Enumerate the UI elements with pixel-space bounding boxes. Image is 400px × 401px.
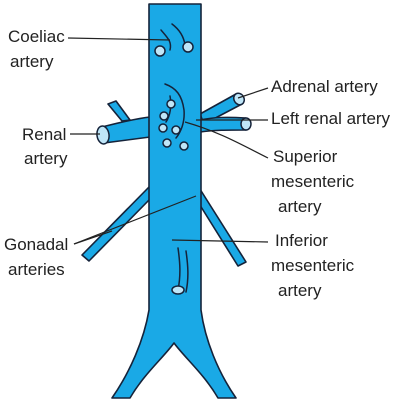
coeliac-branch-left (154, 45, 166, 57)
adrenal-leader (237, 87, 269, 99)
inferior-mesenteric-leader (171, 239, 269, 243)
left-renal-artery-label: Left renal artery (271, 109, 391, 128)
superior-mesenteric-branch-4 (162, 138, 172, 148)
superior-mesenteric-branch-5 (179, 141, 189, 151)
superior-mesenteric-leader (184, 121, 269, 159)
renal-artery-label: Renal artery (22, 125, 71, 168)
renal-artery-end (96, 125, 110, 145)
renal-artery-side-branch (107, 100, 131, 122)
superior-mesenteric-artery-label: Superior mesenteric artery (271, 147, 359, 216)
superior-mesenteric-branch-3 (171, 125, 181, 135)
gonadal-leader-1 (73, 195, 197, 245)
superior-mesenteric-branch-2 (158, 123, 168, 133)
aorta (111, 3, 237, 399)
coeliac-artery-label: Coeliac artery (8, 27, 69, 71)
gonadal-artery-left (81, 185, 151, 262)
inferior-mesenteric-artery-label: Inferior mesenteric artery (271, 231, 359, 300)
vessels (81, 3, 252, 399)
gonadal-leader-2 (73, 230, 113, 245)
leader-lines (67, 37, 269, 245)
coeliac-branch-right (182, 41, 194, 53)
gonadal-artery-right (197, 185, 247, 267)
superior-mesenteric-branch-6 (166, 99, 176, 109)
gonadal-arteries-label: Gonadal arteries (4, 235, 73, 279)
superior-mesenteric-branch-1 (159, 111, 169, 121)
adrenal-artery-label: Adrenal artery (271, 77, 378, 96)
labels: Coeliac artery Adrenal artery Left renal… (4, 27, 391, 300)
inferior-mesenteric-end (171, 285, 185, 295)
coeliac-leader (67, 37, 171, 41)
left-renal-artery-end (240, 117, 252, 131)
